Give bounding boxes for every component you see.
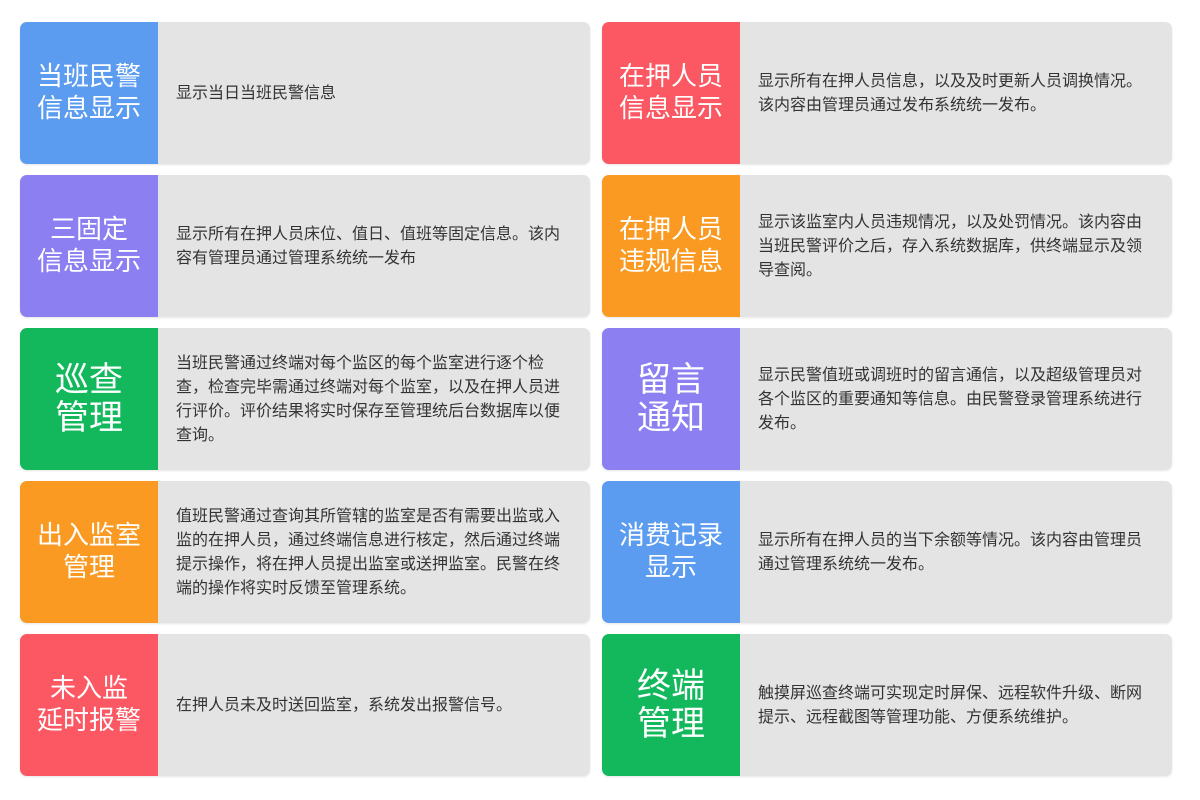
feature-card-spending: 消费记录 显示 显示所有在押人员的当下余额等情况。该内容由管理员通过管理系统统一… [602,481,1172,623]
feature-card-duty-police: 当班民警 信息显示 显示当日当班民警信息 [20,22,590,164]
feature-card-three-fixed: 三固定 信息显示 显示所有在押人员床位、值日、值班等固定信息。该内容有管理员通过… [20,175,590,317]
feature-description: 显示所有在押人员的当下余额等情况。该内容由管理员通过管理系统统一发布。 [758,530,1143,573]
feature-description: 显示民警值班或调班时的留言通信，以及超级管理员对各个监区的重要通知等信息。由民警… [758,365,1143,432]
feature-description: 显示所有在押人员床位、值日、值班等固定信息。该内容有管理员通过管理系统统一发布 [176,224,561,267]
feature-description: 当班民警通过终端对每个监区的每个监室进行逐个检查，检查完毕需通过终端对每个监室，… [176,353,561,444]
feature-title-tag: 巡查 管理 [20,328,158,470]
feature-title-tag: 当班民警 信息显示 [20,22,158,164]
feature-title-tag: 未入监 延时报警 [20,634,158,776]
feature-description: 显示当日当班民警信息 [176,83,337,102]
feature-title-tag: 在押人员 信息显示 [602,22,740,164]
feature-card-violations: 在押人员 违规信息 显示该监室内人员违规情况，以及处罚情况。该内容由当班民警评价… [602,175,1172,317]
feature-card-cell-access: 出入监室 管理 值班民警通过查询其所管辖的监室是否有需要出监或入监的在押人员，通… [20,481,590,623]
feature-title-tag: 在押人员 违规信息 [602,175,740,317]
feature-description: 值班民警通过查询其所管辖的监室是否有需要出监或入监的在押人员，通过终端信息进行核… [176,506,561,597]
feature-card-terminal-mgmt: 终端 管理 触摸屏巡查终端可实现定时屏保、远程软件升级、断网提示、远程截图等管理… [602,634,1172,776]
feature-card-late-alarm: 未入监 延时报警 在押人员未及时送回监室，系统发出报警信号。 [20,634,590,776]
feature-title-tag: 消费记录 显示 [602,481,740,623]
feature-description: 显示该监室内人员违规情况，以及处罚情况。该内容由当班民警评价之后，存入系统数据库… [758,212,1143,279]
feature-description: 在押人员未及时送回监室，系统发出报警信号。 [176,695,513,714]
feature-title-tag: 三固定 信息显示 [20,175,158,317]
feature-card-detainee-info: 在押人员 信息显示 显示所有在押人员信息，以及及时更新人员调换情况。该内容由管理… [602,22,1172,164]
feature-description: 触摸屏巡查终端可实现定时屏保、远程软件升级、断网提示、远程截图等管理功能、方便系… [758,683,1143,726]
feature-description: 显示所有在押人员信息，以及及时更新人员调换情况。该内容由管理员通过发布系统统一发… [758,71,1143,114]
feature-title-tag: 终端 管理 [602,634,740,776]
feature-title-tag: 出入监室 管理 [20,481,158,623]
feature-title-tag: 留言 通知 [602,328,740,470]
feature-card-messages: 留言 通知 显示民警值班或调班时的留言通信，以及超级管理员对各个监区的重要通知等… [602,328,1172,470]
feature-card-patrol: 巡查 管理 当班民警通过终端对每个监区的每个监室进行逐个检查，检查完毕需通过终端… [20,328,590,470]
